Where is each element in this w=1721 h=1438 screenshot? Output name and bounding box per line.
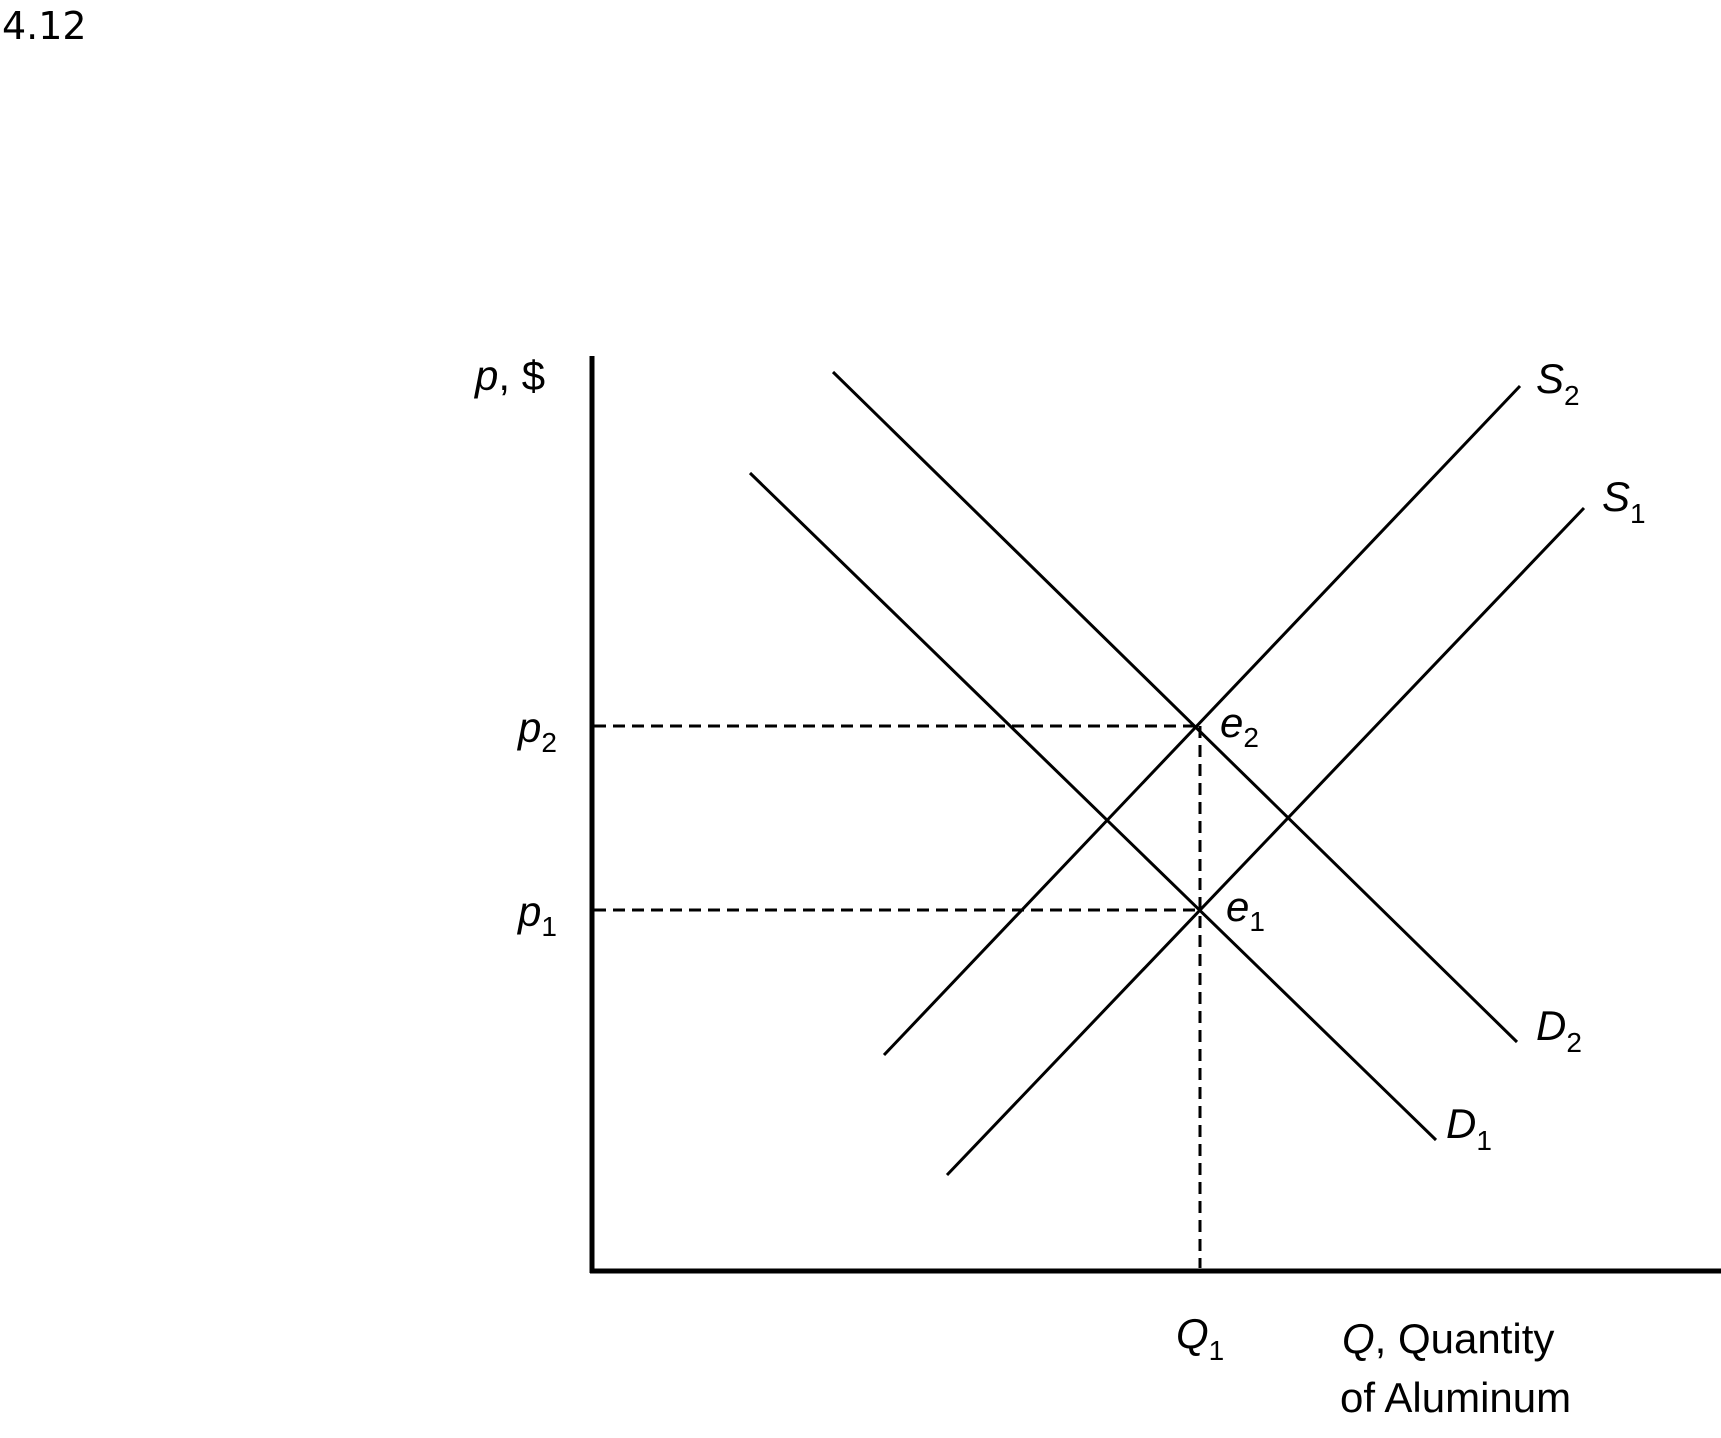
demand-curve-d1 <box>748 471 1438 1142</box>
q1-label: Q1 <box>1176 1310 1224 1366</box>
x-axis-label-line1: Q, Quantity <box>1342 1315 1554 1362</box>
demand-curve-d2 <box>831 370 1519 1044</box>
e1-label: e1 <box>1226 883 1265 937</box>
p1-label: p1 <box>516 888 557 942</box>
supply-curve-s1 <box>945 506 1586 1177</box>
d1-label: D1 <box>1446 1100 1492 1156</box>
figure-number: 4.12 <box>2 4 87 48</box>
d2-label: D2 <box>1536 1002 1582 1058</box>
s2-label: S2 <box>1536 355 1580 411</box>
p2-label: p2 <box>516 704 557 758</box>
x-axis-label-line2: of Aluminum <box>1340 1374 1571 1421</box>
e2-label: e2 <box>1220 699 1259 753</box>
supply-curve-s2 <box>882 384 1522 1057</box>
s1-label: S1 <box>1602 473 1646 529</box>
y-axis-label: p, $ <box>473 352 545 399</box>
